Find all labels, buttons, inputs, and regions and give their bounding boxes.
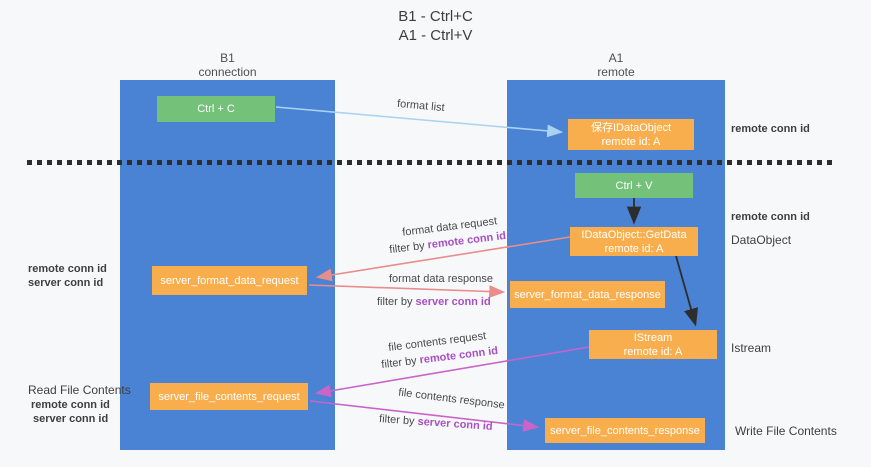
lane-b1-subtitle: connection <box>198 65 257 79</box>
side-label-istream: Istream <box>731 341 772 355</box>
side-label-write-file-contents: Write File Contents <box>735 424 837 438</box>
save-idataobject-line2: remote id: A <box>601 135 661 148</box>
lane-a1-subtitle: remote <box>597 65 635 79</box>
edge-label-file-contents-response: file contents response <box>397 386 506 412</box>
node-server-file-contents-request: server_file_contents_request <box>150 383 308 410</box>
side-label-server-conn-id-left-bottom: server conn id <box>33 413 109 425</box>
lane-b1-name: B1 <box>220 51 235 65</box>
lane-a1-name: A1 <box>608 51 624 65</box>
istream-line2: remote id: A <box>623 345 683 358</box>
side-label-remote-conn-id-left-mid: remote conn id <box>28 263 107 275</box>
lane-header-a1: A1 remote <box>507 51 725 79</box>
edge-label-format-data-response: format data response <box>389 273 493 285</box>
getdata-line1: IDataObject::GetData <box>581 228 687 241</box>
server-file-contents-response-label: server_file_contents_response <box>550 424 700 437</box>
title-line-2: A1 - Ctrl+V <box>398 27 473 44</box>
ctrl-v-label: Ctrl + V <box>615 179 653 192</box>
arrow-format-data-response <box>308 284 506 298</box>
filter-by-text: filter by <box>377 296 416 308</box>
side-label-server-conn-id-left-mid: server conn id <box>28 277 104 289</box>
server-format-data-response-label: server_format_data_response <box>514 288 661 301</box>
lane-header-b1: B1 connection <box>120 51 335 79</box>
edge-label-format-response-filter: filter by server conn id <box>377 296 491 308</box>
filter-by-text: filter by <box>388 239 429 257</box>
edge-label-format-list: format list <box>396 97 446 115</box>
side-label-read-file-contents: Read File Contents <box>28 383 131 397</box>
server-format-data-request-label: server_format_data_request <box>160 274 299 287</box>
node-ctrl-c: Ctrl + C <box>157 96 275 122</box>
side-label-remote-conn-id-left-bottom: remote conn id <box>31 399 110 411</box>
node-ctrl-v: Ctrl + V <box>575 173 693 198</box>
server-conn-id-text: server conn id <box>417 415 493 433</box>
side-label-remote-conn-id-top: remote conn id <box>731 123 810 135</box>
server-conn-id-text: server conn id <box>415 296 491 308</box>
node-idataobject-getdata: IDataObject::GetData remote id: A <box>570 227 698 256</box>
node-server-file-contents-response: server_file_contents_response <box>545 418 705 443</box>
node-save-idataobject: 保存IDataObject remote id: A <box>568 119 694 150</box>
ctrl-c-label: Ctrl + C <box>197 103 235 115</box>
node-istream: IStream remote id: A <box>589 330 717 359</box>
diagram-title: B1 - Ctrl+C A1 - Ctrl+V <box>0 7 871 45</box>
filter-by-text: filter by <box>380 354 421 372</box>
node-server-format-data-request: server_format_data_request <box>152 266 307 295</box>
istream-line1: IStream <box>633 331 673 344</box>
title-line-1: B1 - Ctrl+C <box>398 8 473 25</box>
session-divider-dashed-line <box>27 160 833 165</box>
edge-label-file-response-filter: filter by server conn id <box>379 413 493 433</box>
node-server-format-data-response: server_format_data_response <box>510 281 665 308</box>
save-idataobject-line1: 保存IDataObject <box>590 121 672 134</box>
side-label-remote-conn-id-mid: remote conn id <box>731 211 810 223</box>
side-label-dataobject: DataObject <box>731 233 792 247</box>
filter-by-text: filter by <box>378 413 418 428</box>
server-file-contents-request-label: server_file_contents_request <box>158 390 300 403</box>
getdata-line2: remote id: A <box>604 242 664 255</box>
